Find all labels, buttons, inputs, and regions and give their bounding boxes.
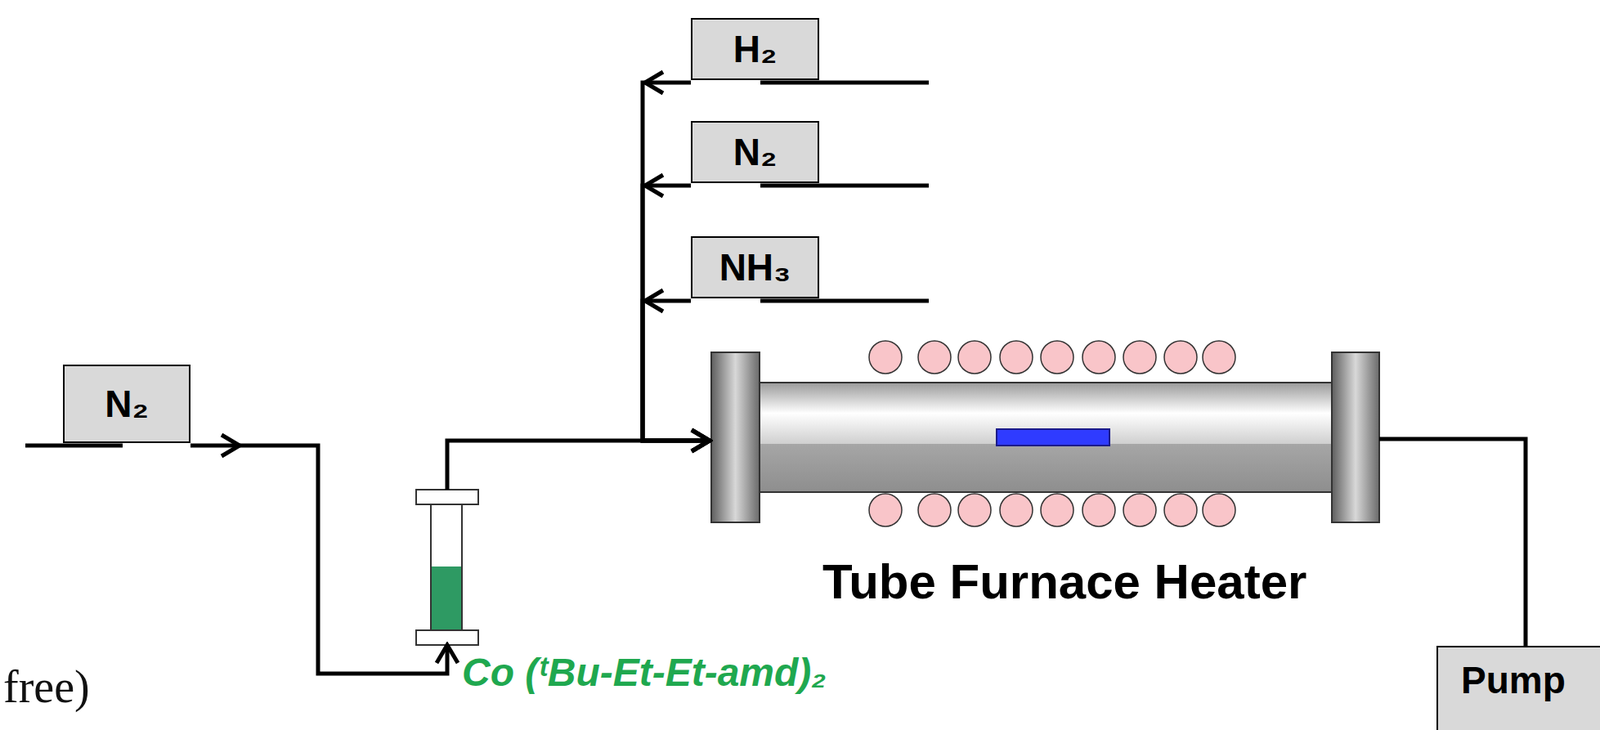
coil: [1202, 340, 1236, 374]
quartz-tube: [759, 382, 1332, 493]
node-label: H₂: [733, 27, 778, 72]
quartz-tube: [759, 443, 1332, 493]
gas-flow-line: [642, 290, 710, 441]
flow-arrowhead: [221, 434, 240, 457]
coil: [1082, 493, 1116, 527]
pipe: [642, 185, 710, 441]
flange: [711, 352, 760, 523]
coil: [869, 340, 902, 374]
flow-arrowhead: [645, 290, 664, 312]
carrier-gas-box: N₂: [62, 364, 191, 444]
bubbler-cap: [416, 630, 479, 646]
coil: [1123, 340, 1157, 374]
substrate: [996, 429, 1110, 446]
node-label: N₂: [733, 130, 778, 175]
node-label: N₂: [104, 382, 149, 426]
flow-arrowhead: [645, 174, 664, 197]
coil: [1202, 493, 1236, 527]
coil: [918, 340, 951, 374]
bubbler: [416, 489, 479, 646]
pipe: [190, 445, 448, 674]
tube-furnace: [711, 340, 1380, 527]
bubbler-node: Co (ᵗBu-Et-Et-amd)₂: [416, 489, 479, 646]
node-label: Co (ᵗBu-Et-Et-amd)₂: [461, 649, 827, 695]
coil: [958, 493, 991, 527]
coil: [1040, 340, 1074, 374]
bubbler-body: [430, 504, 462, 631]
gas-flow-line: [447, 440, 710, 490]
coil: [1164, 340, 1197, 374]
gas-line: [760, 299, 929, 304]
furnace-node: Tube Furnace Heater: [711, 352, 1380, 523]
coil: [869, 493, 902, 527]
coil: [1040, 493, 1074, 527]
coil: [918, 493, 951, 527]
coil: [1082, 340, 1116, 374]
gas-line: [25, 443, 123, 449]
pipe: [642, 300, 710, 441]
flange: [1331, 352, 1380, 523]
pipe: [447, 440, 710, 490]
precursor-liquid: [431, 566, 462, 631]
pump-box: Pump: [1436, 645, 1600, 730]
flow-arrowhead: [645, 71, 664, 94]
pipe: [1379, 439, 1526, 646]
gas-source-box: NH₃: [690, 236, 820, 299]
gas-flow-line: [1379, 439, 1526, 646]
bubbler-cap: [416, 489, 479, 505]
coil: [958, 340, 991, 374]
node-label: NH₃: [719, 246, 792, 290]
gas-source-box: H₂: [690, 17, 820, 81]
coil: [999, 340, 1033, 374]
gas-source-box: N₂: [690, 121, 820, 184]
gas-line: [760, 80, 929, 86]
gas-flow-line: [190, 434, 448, 674]
coil: [999, 493, 1033, 527]
gas-flow-line: [642, 174, 710, 441]
note-label: free): [3, 660, 90, 713]
coil: [1123, 493, 1157, 527]
node-label: Tube Furnace Heater: [822, 553, 1307, 610]
coil: [1164, 493, 1197, 527]
heater-coils: [869, 340, 1236, 527]
gas-line: [760, 183, 929, 189]
node-label: Pump: [1461, 658, 1566, 703]
